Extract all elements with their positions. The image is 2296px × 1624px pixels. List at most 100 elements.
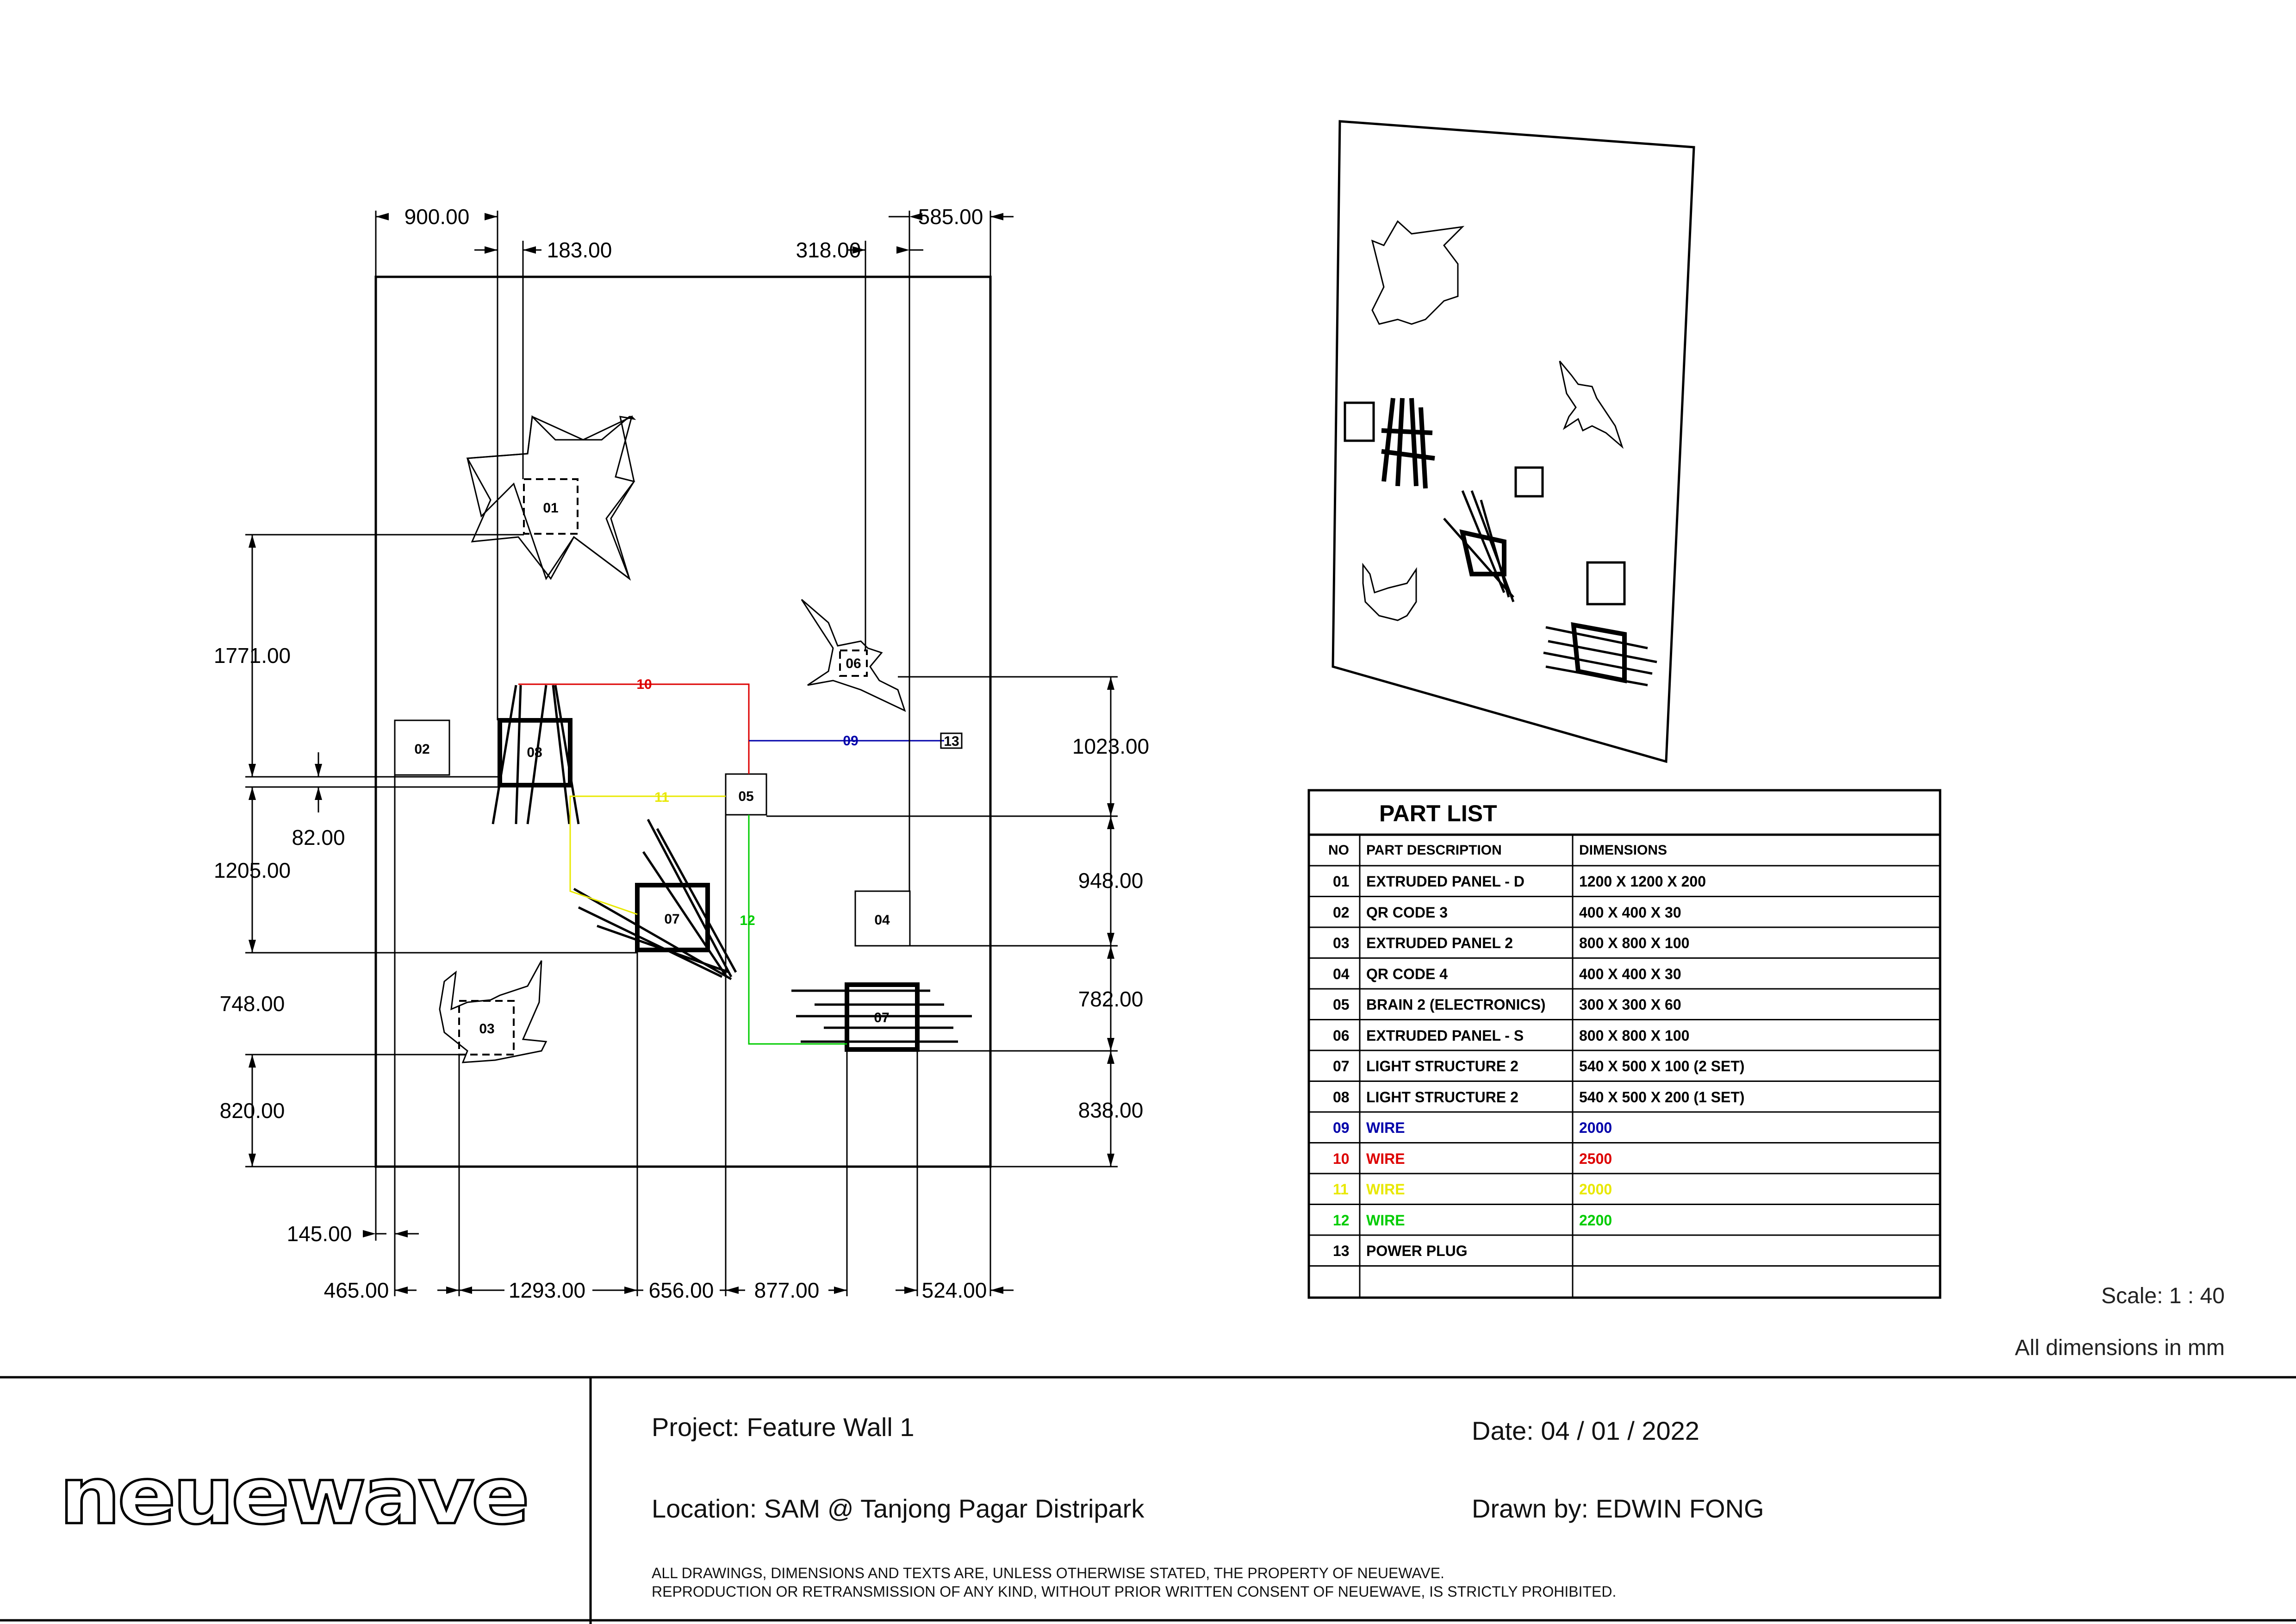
part-list-cell-dim: 2000 <box>1579 1119 1612 1136</box>
part-list-cell-no: 13 <box>1333 1243 1350 1259</box>
part-list-cell-desc: EXTRUDED PANEL - D <box>1366 873 1524 890</box>
perspective-light-07-lower <box>1543 622 1657 687</box>
part-08-sticks <box>492 685 580 824</box>
part-list-cell-no: 04 <box>1333 965 1350 982</box>
part-list-cell-no: 03 <box>1333 935 1350 951</box>
legal-notice: ALL DRAWINGS, DIMENSIONS AND TEXTS ARE, … <box>652 1564 1616 1601</box>
tag-06: 06 <box>846 656 861 671</box>
part-list-cell-no: 02 <box>1333 904 1350 921</box>
part-list-cell-desc: EXTRUDED PANEL - S <box>1366 1027 1524 1044</box>
part-list-cell-desc: LIGHT STRUCTURE 2 <box>1366 1088 1518 1106</box>
part-list-cell-dim: 540 X 500 X 200 (1 SET) <box>1579 1088 1745 1106</box>
units-note: All dimensions in mm <box>2015 1336 2225 1360</box>
part-list-cell-dim: 2200 <box>1579 1212 1612 1229</box>
wall-outline <box>374 275 992 1168</box>
perspective-panel-03 <box>1362 562 1417 621</box>
dim-lines-left <box>245 534 637 1168</box>
tag-07-upper: 07 <box>664 912 679 927</box>
dim-183: 183.00 <box>547 238 612 262</box>
part-list-cell-desc: EXTRUDED PANEL 2 <box>1366 935 1513 951</box>
wire-tag-09: 09 <box>843 733 858 749</box>
part-list-cell-desc: WIRE <box>1366 1150 1405 1167</box>
dim-524: 524.00 <box>922 1278 987 1302</box>
wire-10 <box>518 683 750 774</box>
part-list-cell-dim: 800 X 800 X 100 <box>1579 1027 1690 1044</box>
dim-585: 585.00 <box>918 205 983 229</box>
dim-465: 465.00 <box>324 1278 389 1302</box>
dim-lines-top <box>375 211 1014 891</box>
dim-877: 877.00 <box>754 1278 820 1302</box>
dim-1293: 1293.00 <box>509 1278 585 1302</box>
panel-06-shape <box>801 599 906 712</box>
part-list-cell-no: 08 <box>1333 1088 1350 1106</box>
dim-838: 838.00 <box>1078 1098 1144 1122</box>
location-label: Location: SAM @ Tanjong Pagar Distripark <box>652 1494 1145 1523</box>
dim-arrows-top <box>376 213 1003 254</box>
neuewave-logo: neuewave <box>59 1458 531 1542</box>
part-list-title: PART LIST <box>1379 800 1497 826</box>
part-list-cell-dim: 1200 X 1200 X 200 <box>1579 873 1706 890</box>
part-list-frame <box>1307 789 1941 1299</box>
part-list-cell-desc: QR CODE 4 <box>1366 965 1448 982</box>
part-list-cell-no: 12 <box>1333 1212 1350 1229</box>
wire-tag-10: 10 <box>636 677 652 692</box>
dim-782: 782.00 <box>1078 987 1144 1011</box>
part-list-cell-dim: 300 X 300 X 60 <box>1579 996 1681 1013</box>
part-list-cell-dim: 2500 <box>1579 1150 1612 1167</box>
panel-03-footprint <box>458 1000 515 1056</box>
wire-tag-11: 11 <box>654 790 669 805</box>
dim-948: 948.00 <box>1078 868 1144 893</box>
part-list-header-desc: PART DESCRIPTION <box>1366 843 1502 858</box>
perspective-panel-06 <box>1559 361 1624 449</box>
part-list-cell-desc: POWER PLUG <box>1366 1243 1468 1259</box>
part-02-box <box>394 719 450 776</box>
part-list-cell-dim: 800 X 800 X 100 <box>1579 935 1690 951</box>
dim-656: 656.00 <box>649 1278 714 1302</box>
part-list-cell-desc: BRAIN 2 (ELECTRONICS) <box>1366 996 1546 1013</box>
dim-145: 145.00 <box>287 1222 352 1246</box>
part-list-cell-desc: WIRE <box>1366 1119 1405 1136</box>
part-list-cell-dim: 2000 <box>1579 1181 1612 1198</box>
part-list-cell-desc: QR CODE 3 <box>1366 904 1448 921</box>
drawn-by-label: Drawn by: EDWIN FONG <box>1472 1494 1764 1523</box>
tag-07-lower: 07 <box>874 1010 889 1025</box>
dim-arrows-bottom <box>363 1230 1003 1294</box>
part-04-box <box>854 890 911 947</box>
wire-tag-13: 13 <box>944 734 959 749</box>
dim-82: 82.00 <box>292 825 345 849</box>
tag-08: 08 <box>527 745 542 760</box>
perspective-light-07-upper <box>1443 490 1515 602</box>
dim-900: 900.00 <box>404 205 470 229</box>
panel-01-outline <box>467 415 636 581</box>
panel-01-shape <box>466 415 635 581</box>
part-list-cell-no: 07 <box>1333 1058 1350 1074</box>
dim-748: 748.00 <box>220 992 285 1016</box>
tag-05: 05 <box>738 789 753 804</box>
panel-03-shape <box>439 960 548 1063</box>
tag-01: 01 <box>543 500 558 516</box>
dim-arrows-right <box>1107 677 1114 1167</box>
part-list-grid <box>1359 835 1574 1298</box>
part-05-box <box>725 773 767 816</box>
panel-06-footprint <box>839 650 868 677</box>
part-list-cell-no: 09 <box>1333 1119 1350 1136</box>
dim-lines-right <box>766 676 1118 1168</box>
tag-03: 03 <box>479 1021 494 1037</box>
svg-text:neuewave: neuewave <box>59 1458 527 1542</box>
wire-12 <box>748 815 847 1045</box>
part-07-lower-bars <box>791 989 972 1043</box>
part-07-upper-box <box>635 883 710 952</box>
part-list-row-lines <box>1309 865 1940 1267</box>
legal-line-2: REPRODUCTION OR RETRANSMISSION OF ANY KI… <box>652 1583 1617 1600</box>
part-list-cell-no: 11 <box>1333 1181 1349 1198</box>
part-07-upper-sticks <box>573 818 737 981</box>
tag-02: 02 <box>414 742 429 757</box>
perspective-light-08 <box>1381 398 1435 489</box>
perspective-qr-02 <box>1344 401 1375 442</box>
perspective-box-05 <box>1514 466 1544 498</box>
dim-1205: 1205.00 <box>214 858 291 882</box>
part-list-cell-no: 10 <box>1333 1150 1350 1167</box>
dim-1023: 1023.00 <box>1072 734 1149 758</box>
part-list-cell-desc: WIRE <box>1366 1181 1405 1198</box>
